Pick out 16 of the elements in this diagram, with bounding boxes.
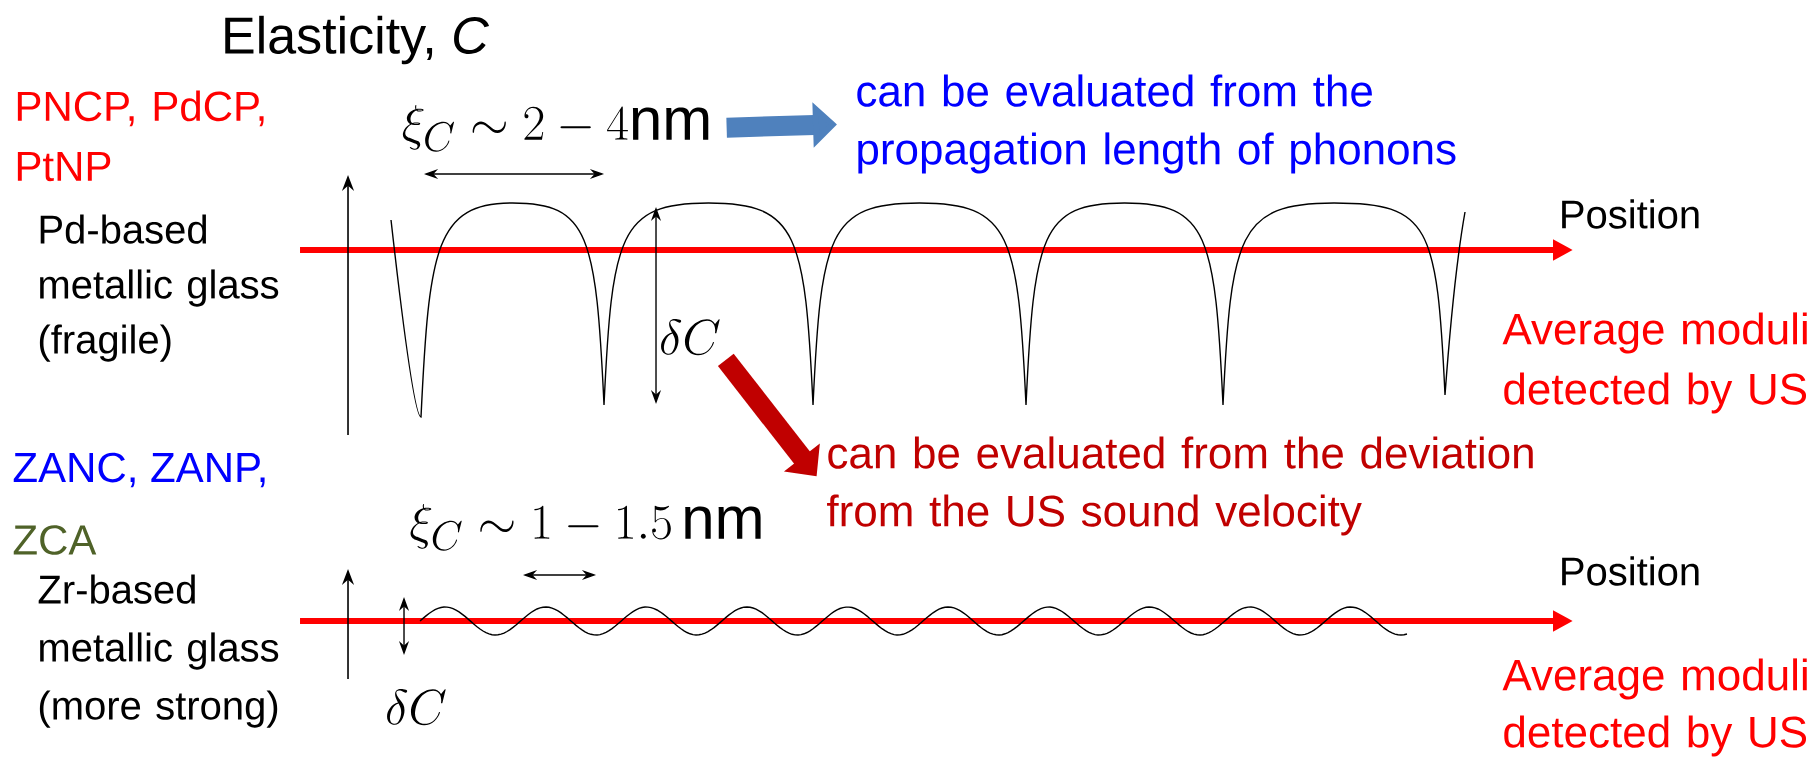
- axis-label: Position: [1562, 199, 1699, 229]
- label: ZCA: [13, 525, 97, 555]
- label: Zr-based metallic glass (more strong): [38, 574, 279, 728]
- label: Average moduli detected by US: [1502, 312, 1807, 414]
- label: Pd-based metallic glass (fragile): [39, 214, 279, 362]
- label: ZANC, ZANP,: [13, 452, 265, 488]
- formula-label: $\xi_{C} \sim 2-4\mathrm{nm}$: [402, 105, 709, 152]
- label: PNCP, PdCP, PtNP: [17, 90, 264, 182]
- annotation-text: can be evaluated from the propagation length of phonons: [857, 74, 1456, 174]
- formula-label: $\delta C$: [661, 318, 720, 356]
- axis-label: Position: [1562, 556, 1699, 586]
- label: Average moduli detected by US: [1502, 658, 1807, 757]
- formula-label: $\xi_{C} \sim 1-1.5\,\mathrm{nm}$: [410, 504, 761, 551]
- annotation-text: can be evaluated from the deviation from the US sound velocity: [827, 436, 1533, 536]
- formula-label: $\delta C$: [387, 688, 446, 726]
- title: Elasticity, C: [225, 15, 489, 65]
